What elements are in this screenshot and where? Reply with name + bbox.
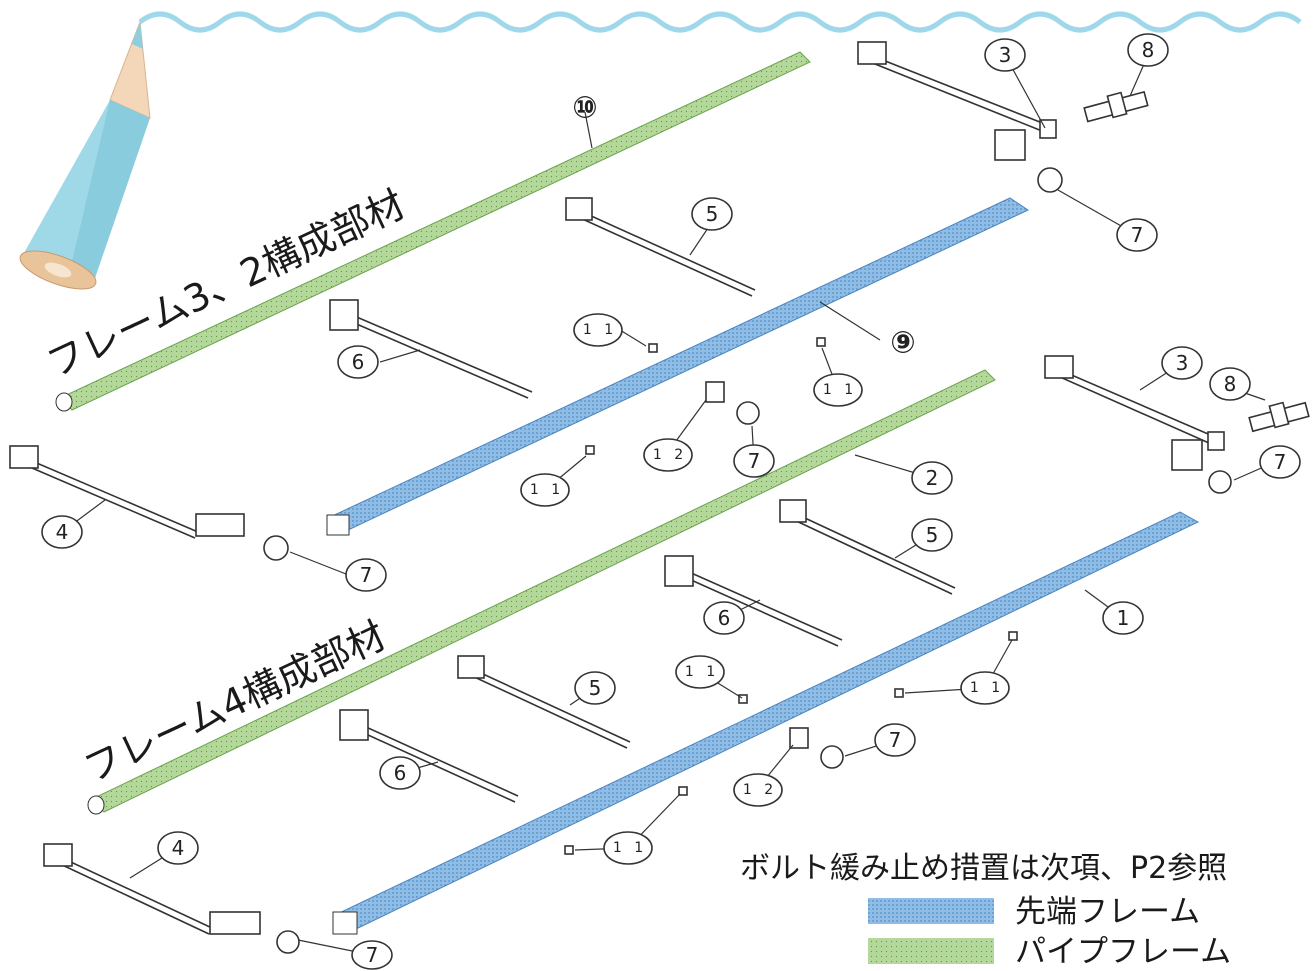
- part-4-upper: [9, 445, 245, 539]
- legend-label-tip-frame: 先端フレーム: [1015, 894, 1200, 930]
- svg-text:1: 1: [1117, 606, 1130, 630]
- part-5-b: [779, 499, 956, 595]
- svg-text:7: 7: [366, 943, 379, 967]
- pencil-icon: [19, 21, 151, 290]
- part-8-lower: [1248, 401, 1310, 433]
- legend-swatch-tip-frame: [868, 898, 994, 924]
- callout-1: 1: [1102, 601, 1144, 635]
- callout-12-a: 1 2: [643, 438, 693, 472]
- svg-text:6: 6: [352, 350, 365, 374]
- svg-text:4: 4: [172, 836, 185, 860]
- svg-text:5: 5: [589, 676, 602, 700]
- callout-12-b: 1 2: [733, 773, 783, 807]
- svg-text:6: 6: [394, 761, 407, 785]
- callout-7-f: 7: [351, 940, 393, 970]
- callouts: 3 8 ⑩ 5 7 ⑨ 1 1 1 1 6 3 8 1 2 7 7 2 1 1 …: [41, 33, 1301, 970]
- callout-7-a: 7: [1116, 218, 1158, 252]
- part-3-lower: [1044, 355, 1225, 471]
- callout-7-b: 7: [733, 444, 775, 478]
- svg-text:1 1: 1 1: [685, 664, 719, 680]
- svg-text:6: 6: [718, 606, 731, 630]
- legend: 先端フレーム パイプフレーム: [868, 894, 1231, 970]
- callout-4-lower: 4: [157, 831, 199, 865]
- svg-text:5: 5: [706, 202, 719, 226]
- svg-text:7: 7: [889, 728, 902, 752]
- part-6-b: [664, 555, 843, 647]
- svg-text:3: 3: [999, 43, 1012, 67]
- callout-11-a: 1 1: [573, 313, 623, 347]
- part-5-a: [565, 197, 756, 297]
- part-6-c: [339, 709, 519, 803]
- clamp-7-icons: [263, 167, 1232, 954]
- part-4-lower: [43, 843, 261, 935]
- callout-6-b: 6: [703, 601, 745, 635]
- svg-text:3: 3: [1176, 351, 1189, 375]
- svg-text:1 2: 1 2: [653, 447, 687, 463]
- callout-5-a: 5: [691, 197, 733, 231]
- svg-text:1 1: 1 1: [613, 840, 647, 856]
- callout-5-b: 5: [911, 518, 953, 552]
- callout-4-upper: 4: [41, 515, 83, 549]
- part-8-upper: [1083, 90, 1149, 123]
- callout-10: ⑩: [572, 91, 597, 126]
- svg-text:1 2: 1 2: [743, 782, 777, 798]
- callout-5-c: 5: [574, 671, 616, 705]
- svg-text:8: 8: [1224, 372, 1237, 396]
- part-3-upper: [857, 41, 1057, 161]
- svg-text:1 1: 1 1: [970, 680, 1004, 696]
- svg-text:7: 7: [360, 563, 373, 587]
- svg-text:⑨: ⑨: [890, 326, 915, 361]
- svg-text:⑩: ⑩: [572, 91, 597, 126]
- callout-7-c: 7: [1259, 445, 1301, 479]
- svg-text:8: 8: [1142, 38, 1155, 62]
- svg-text:7: 7: [748, 449, 761, 473]
- callout-11-c: 1 1: [520, 473, 570, 507]
- callout-8-upper: 8: [1127, 33, 1169, 67]
- callout-11-e: 1 1: [960, 671, 1010, 705]
- wave-border: [138, 11, 1302, 33]
- callout-11-b: 1 1: [813, 373, 863, 407]
- callout-9: ⑨: [890, 326, 915, 361]
- callout-6-a: 6: [337, 345, 379, 379]
- svg-text:1 1: 1 1: [583, 322, 617, 338]
- svg-text:7: 7: [1131, 223, 1144, 247]
- callout-3-upper: 3: [984, 38, 1026, 72]
- svg-text:2: 2: [926, 466, 939, 490]
- callout-2: 2: [911, 461, 953, 495]
- callout-7-d: 7: [345, 558, 387, 592]
- legend-label-pipe-frame: パイプフレーム: [1015, 934, 1231, 970]
- legend-swatch-pipe-frame: [868, 938, 994, 964]
- bolt-note: ボルト緩み止め措置は次項、P2参照: [740, 851, 1227, 886]
- callout-7-e: 7: [874, 723, 916, 757]
- part-6-a: [329, 299, 533, 399]
- callout-11-d: 1 1: [675, 655, 725, 689]
- callout-6-c: 6: [379, 756, 421, 790]
- callout-3-lower: 3: [1161, 346, 1203, 380]
- svg-text:4: 4: [56, 520, 69, 544]
- svg-text:1 1: 1 1: [823, 382, 857, 398]
- plate-11-icons: [564, 337, 1018, 855]
- svg-text:7: 7: [1274, 450, 1287, 474]
- part-5-c: [457, 655, 631, 749]
- svg-text:1 1: 1 1: [530, 482, 564, 498]
- bracket-12-icons: [705, 381, 809, 749]
- svg-text:5: 5: [926, 523, 939, 547]
- leader-lines: [61, 54, 1276, 956]
- callout-8-lower: 8: [1209, 367, 1251, 401]
- section-title-frame4: フレーム4構成部材: [77, 613, 392, 791]
- callout-11-f: 1 1: [603, 831, 653, 865]
